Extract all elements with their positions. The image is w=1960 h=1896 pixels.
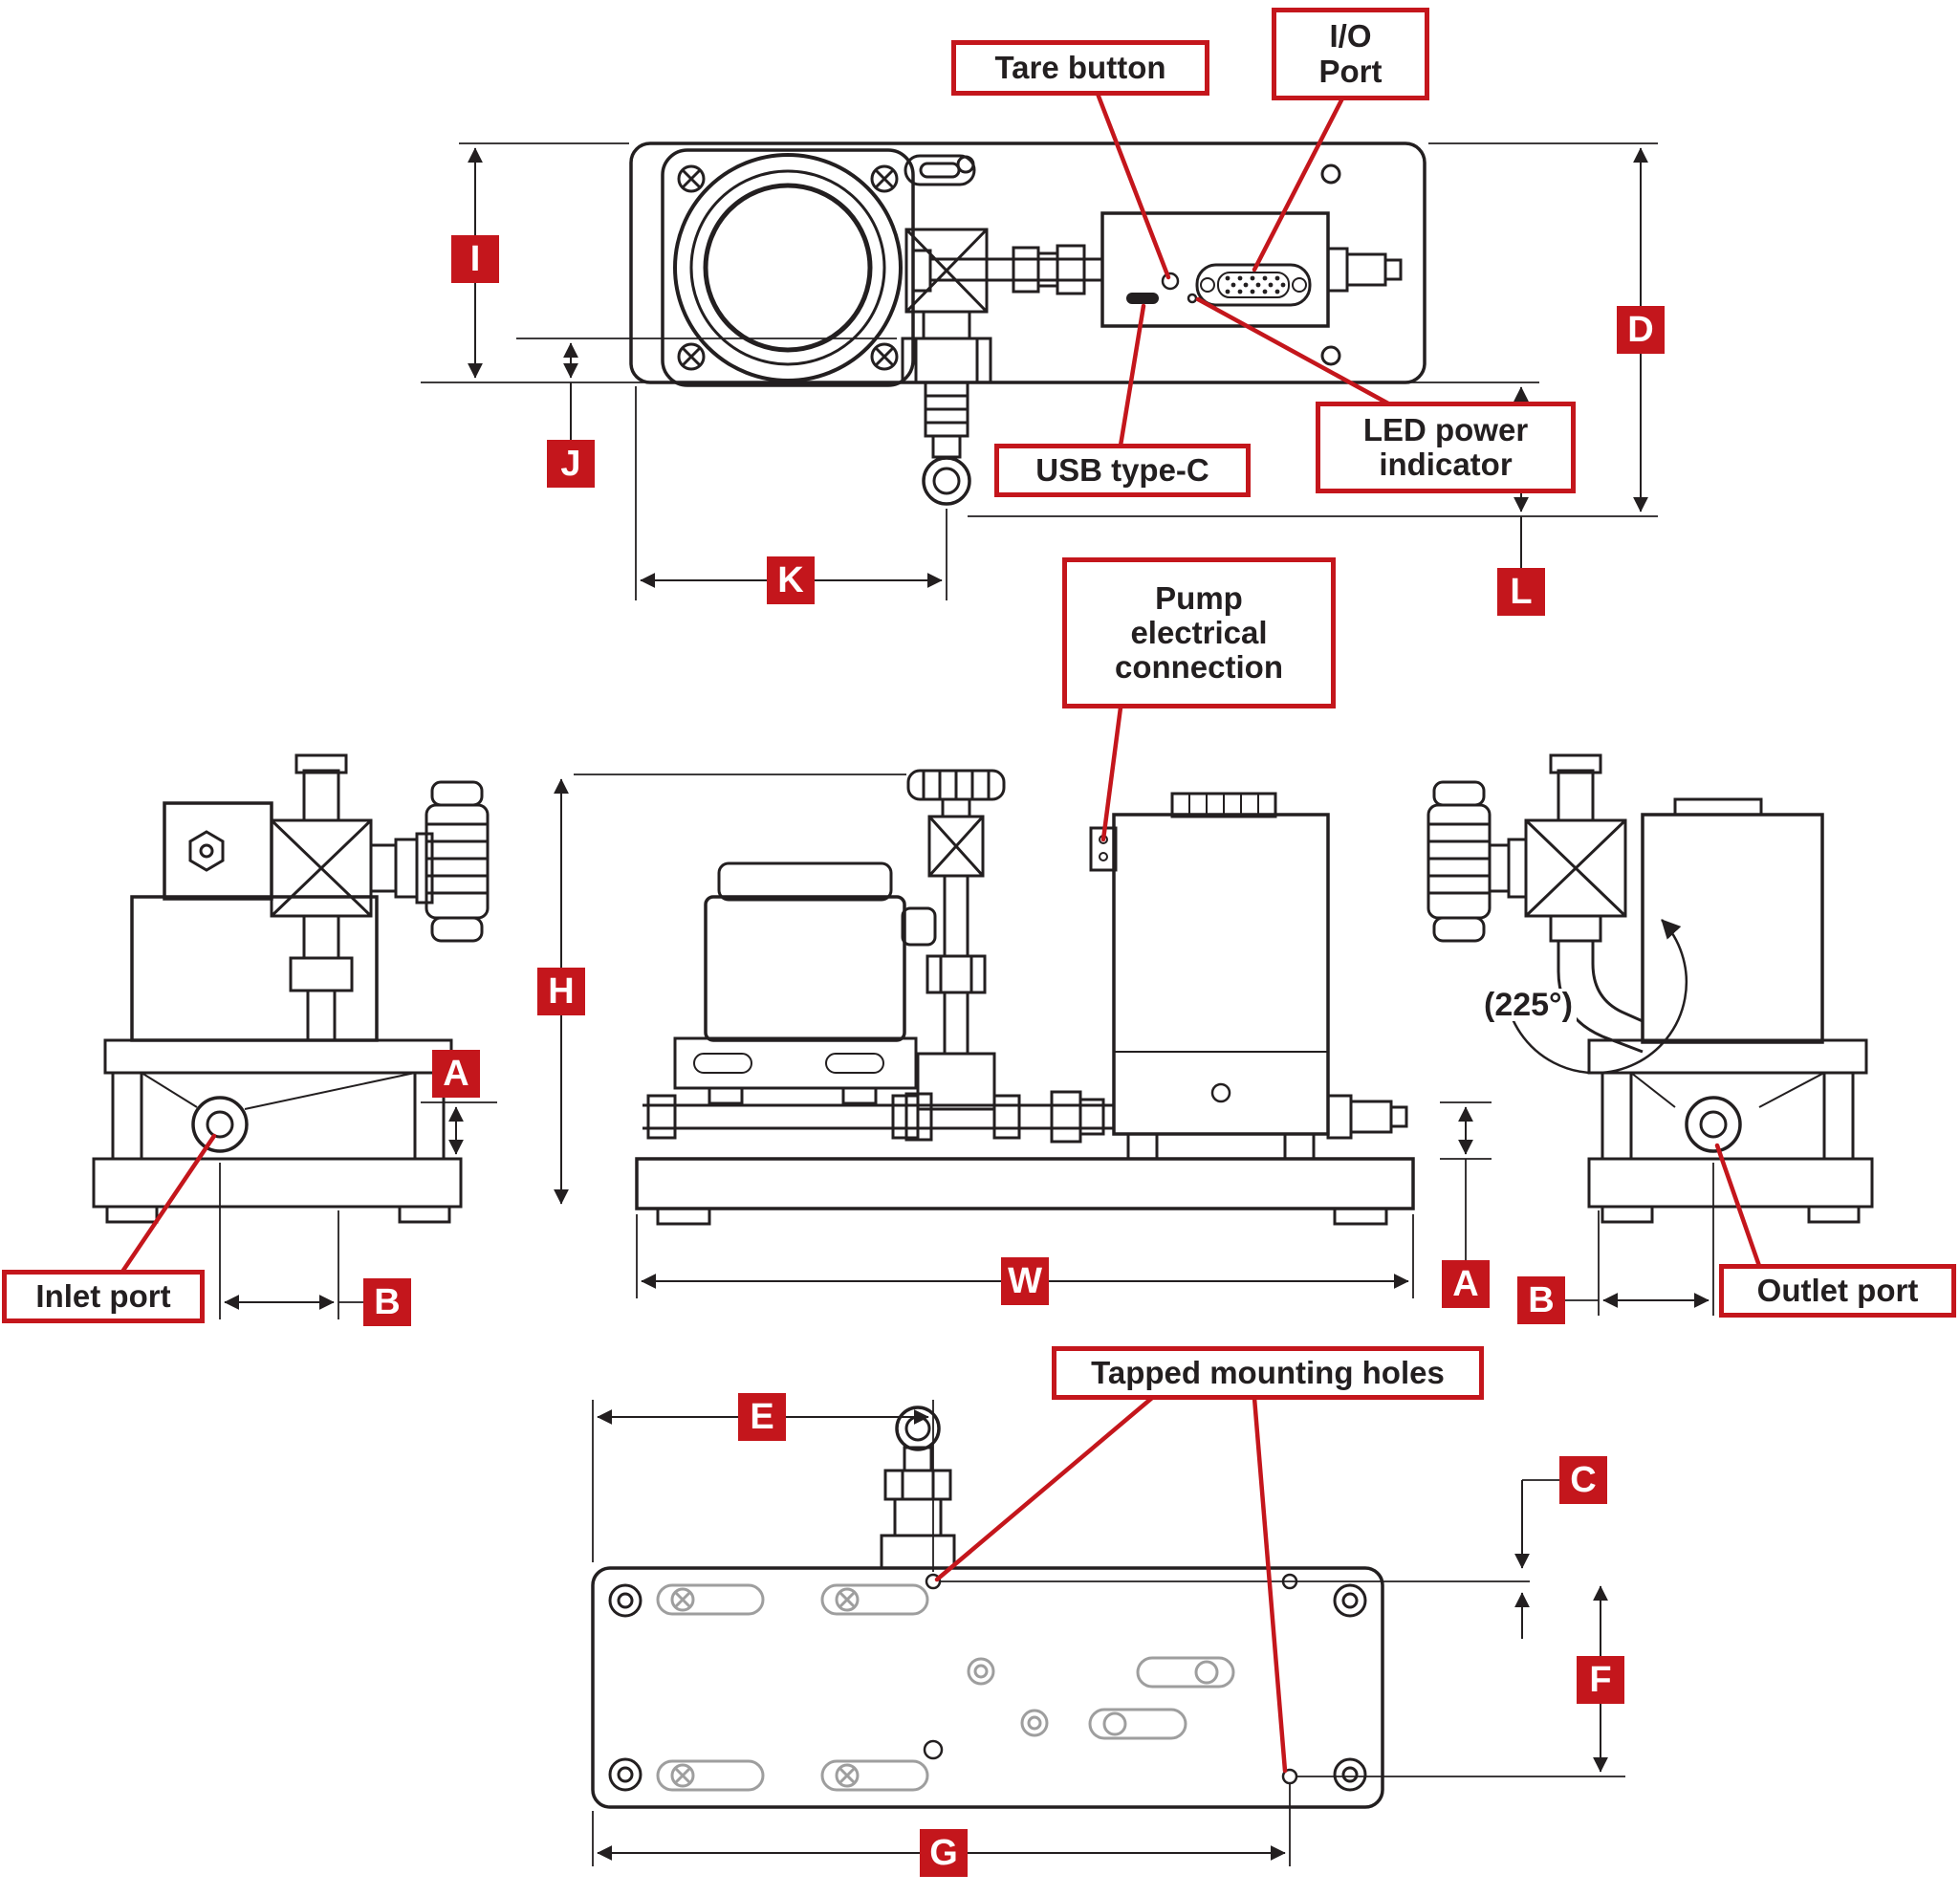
right-view-dimensions xyxy=(1440,1101,1714,1316)
dim-label-h: H xyxy=(537,968,585,1015)
mounting-plate-bottom xyxy=(591,1566,1384,1809)
valve-handle-left xyxy=(425,780,490,943)
callout-inlet-port: Inlet port xyxy=(2,1270,205,1323)
dim-label-g: G xyxy=(920,1829,968,1877)
dim-label-c: C xyxy=(1559,1456,1607,1504)
leader-outlet-port xyxy=(1714,1143,1762,1269)
leader-tapped-hole-1 xyxy=(934,1395,1155,1582)
outlet-port-circle xyxy=(1685,1096,1742,1153)
callout-pump-electrical-connection: Pump electrical connection xyxy=(1062,557,1336,708)
callout-tapped-mounting-holes: Tapped mounting holes xyxy=(1052,1346,1484,1400)
valve-handle-right xyxy=(1426,780,1492,943)
leader-tapped-hole-2 xyxy=(1252,1395,1288,1774)
bottom-view-dimensions xyxy=(592,1400,1625,1866)
dim-label-k: K xyxy=(767,556,815,604)
tapped-hole-bottom xyxy=(1281,1768,1298,1785)
valve-cross-left xyxy=(270,753,434,918)
pump-front xyxy=(673,861,937,1105)
flow-controller-front xyxy=(1089,792,1330,1161)
pump-body-left xyxy=(130,895,379,1042)
base-plate-front xyxy=(635,1157,1415,1210)
valve-front xyxy=(891,769,1021,1140)
leader-led-indicator xyxy=(1195,296,1391,406)
leader-usb-type-c xyxy=(1118,303,1146,448)
valve-bottom xyxy=(880,1406,956,1570)
valve-top xyxy=(901,228,992,506)
transducer-box xyxy=(163,801,273,901)
dim-label-e: E xyxy=(738,1393,786,1441)
callout-outlet-port: Outlet port xyxy=(1719,1264,1956,1318)
pipe-run-top xyxy=(911,244,1102,295)
valve-cross-right xyxy=(1488,753,1627,918)
led-hole xyxy=(1187,293,1198,304)
dim-label-l: L xyxy=(1497,568,1545,616)
dim-label-b-left: B xyxy=(363,1278,411,1326)
right-side-view xyxy=(1426,753,1874,1224)
leader-pump-electrical xyxy=(1100,705,1123,842)
pipe-run-front xyxy=(642,1090,1114,1144)
io-port-connector xyxy=(1195,263,1312,307)
elbow-pipe xyxy=(1549,914,1644,1054)
flowmeter-top xyxy=(661,148,976,387)
callout-tare-button: Tare button xyxy=(951,40,1209,96)
callout-io-port: I/O Port xyxy=(1272,8,1429,100)
callout-usb-type-c: USB type-C xyxy=(994,444,1251,497)
left-side-view xyxy=(92,753,490,1224)
outlet-fitting-front xyxy=(1326,1094,1408,1140)
top-view-dimensions xyxy=(421,142,1658,612)
front-view-dimensions xyxy=(554,774,1414,1298)
dim-label-a-left: A xyxy=(432,1050,480,1098)
bottom-view xyxy=(591,1406,1384,1809)
leader-io-port xyxy=(1252,96,1345,272)
hidden-detail-gray xyxy=(656,1583,1235,1792)
leader-tare-button xyxy=(1095,91,1171,280)
callout-leaders xyxy=(120,91,1762,1774)
front-view xyxy=(635,769,1415,1226)
electronics-box-top xyxy=(1100,211,1330,328)
dim-label-b-right: B xyxy=(1517,1276,1565,1324)
callout-led-power-indicator: LED power indicator xyxy=(1316,402,1576,493)
tare-button-hole xyxy=(1161,272,1180,291)
dim-label-f: F xyxy=(1577,1656,1624,1704)
leader-inlet-port xyxy=(120,1133,217,1275)
dim-label-d: D xyxy=(1617,306,1665,354)
dim-label-w: W xyxy=(1001,1257,1049,1305)
dim-label-j: J xyxy=(547,440,595,488)
dim-label-i: I xyxy=(451,235,499,283)
valve-rotation-angle-label: (225°) xyxy=(1480,989,1577,1021)
usb-c-slot xyxy=(1126,293,1159,304)
angle-arc xyxy=(1504,919,1688,1075)
top-view xyxy=(629,142,1426,506)
inlet-port-circle xyxy=(191,1096,249,1153)
left-view-dimensions xyxy=(219,1101,497,1319)
dim-label-a-right: A xyxy=(1442,1260,1490,1308)
right-fitting-top xyxy=(1326,247,1403,293)
tapped-hole-top xyxy=(925,1573,942,1590)
